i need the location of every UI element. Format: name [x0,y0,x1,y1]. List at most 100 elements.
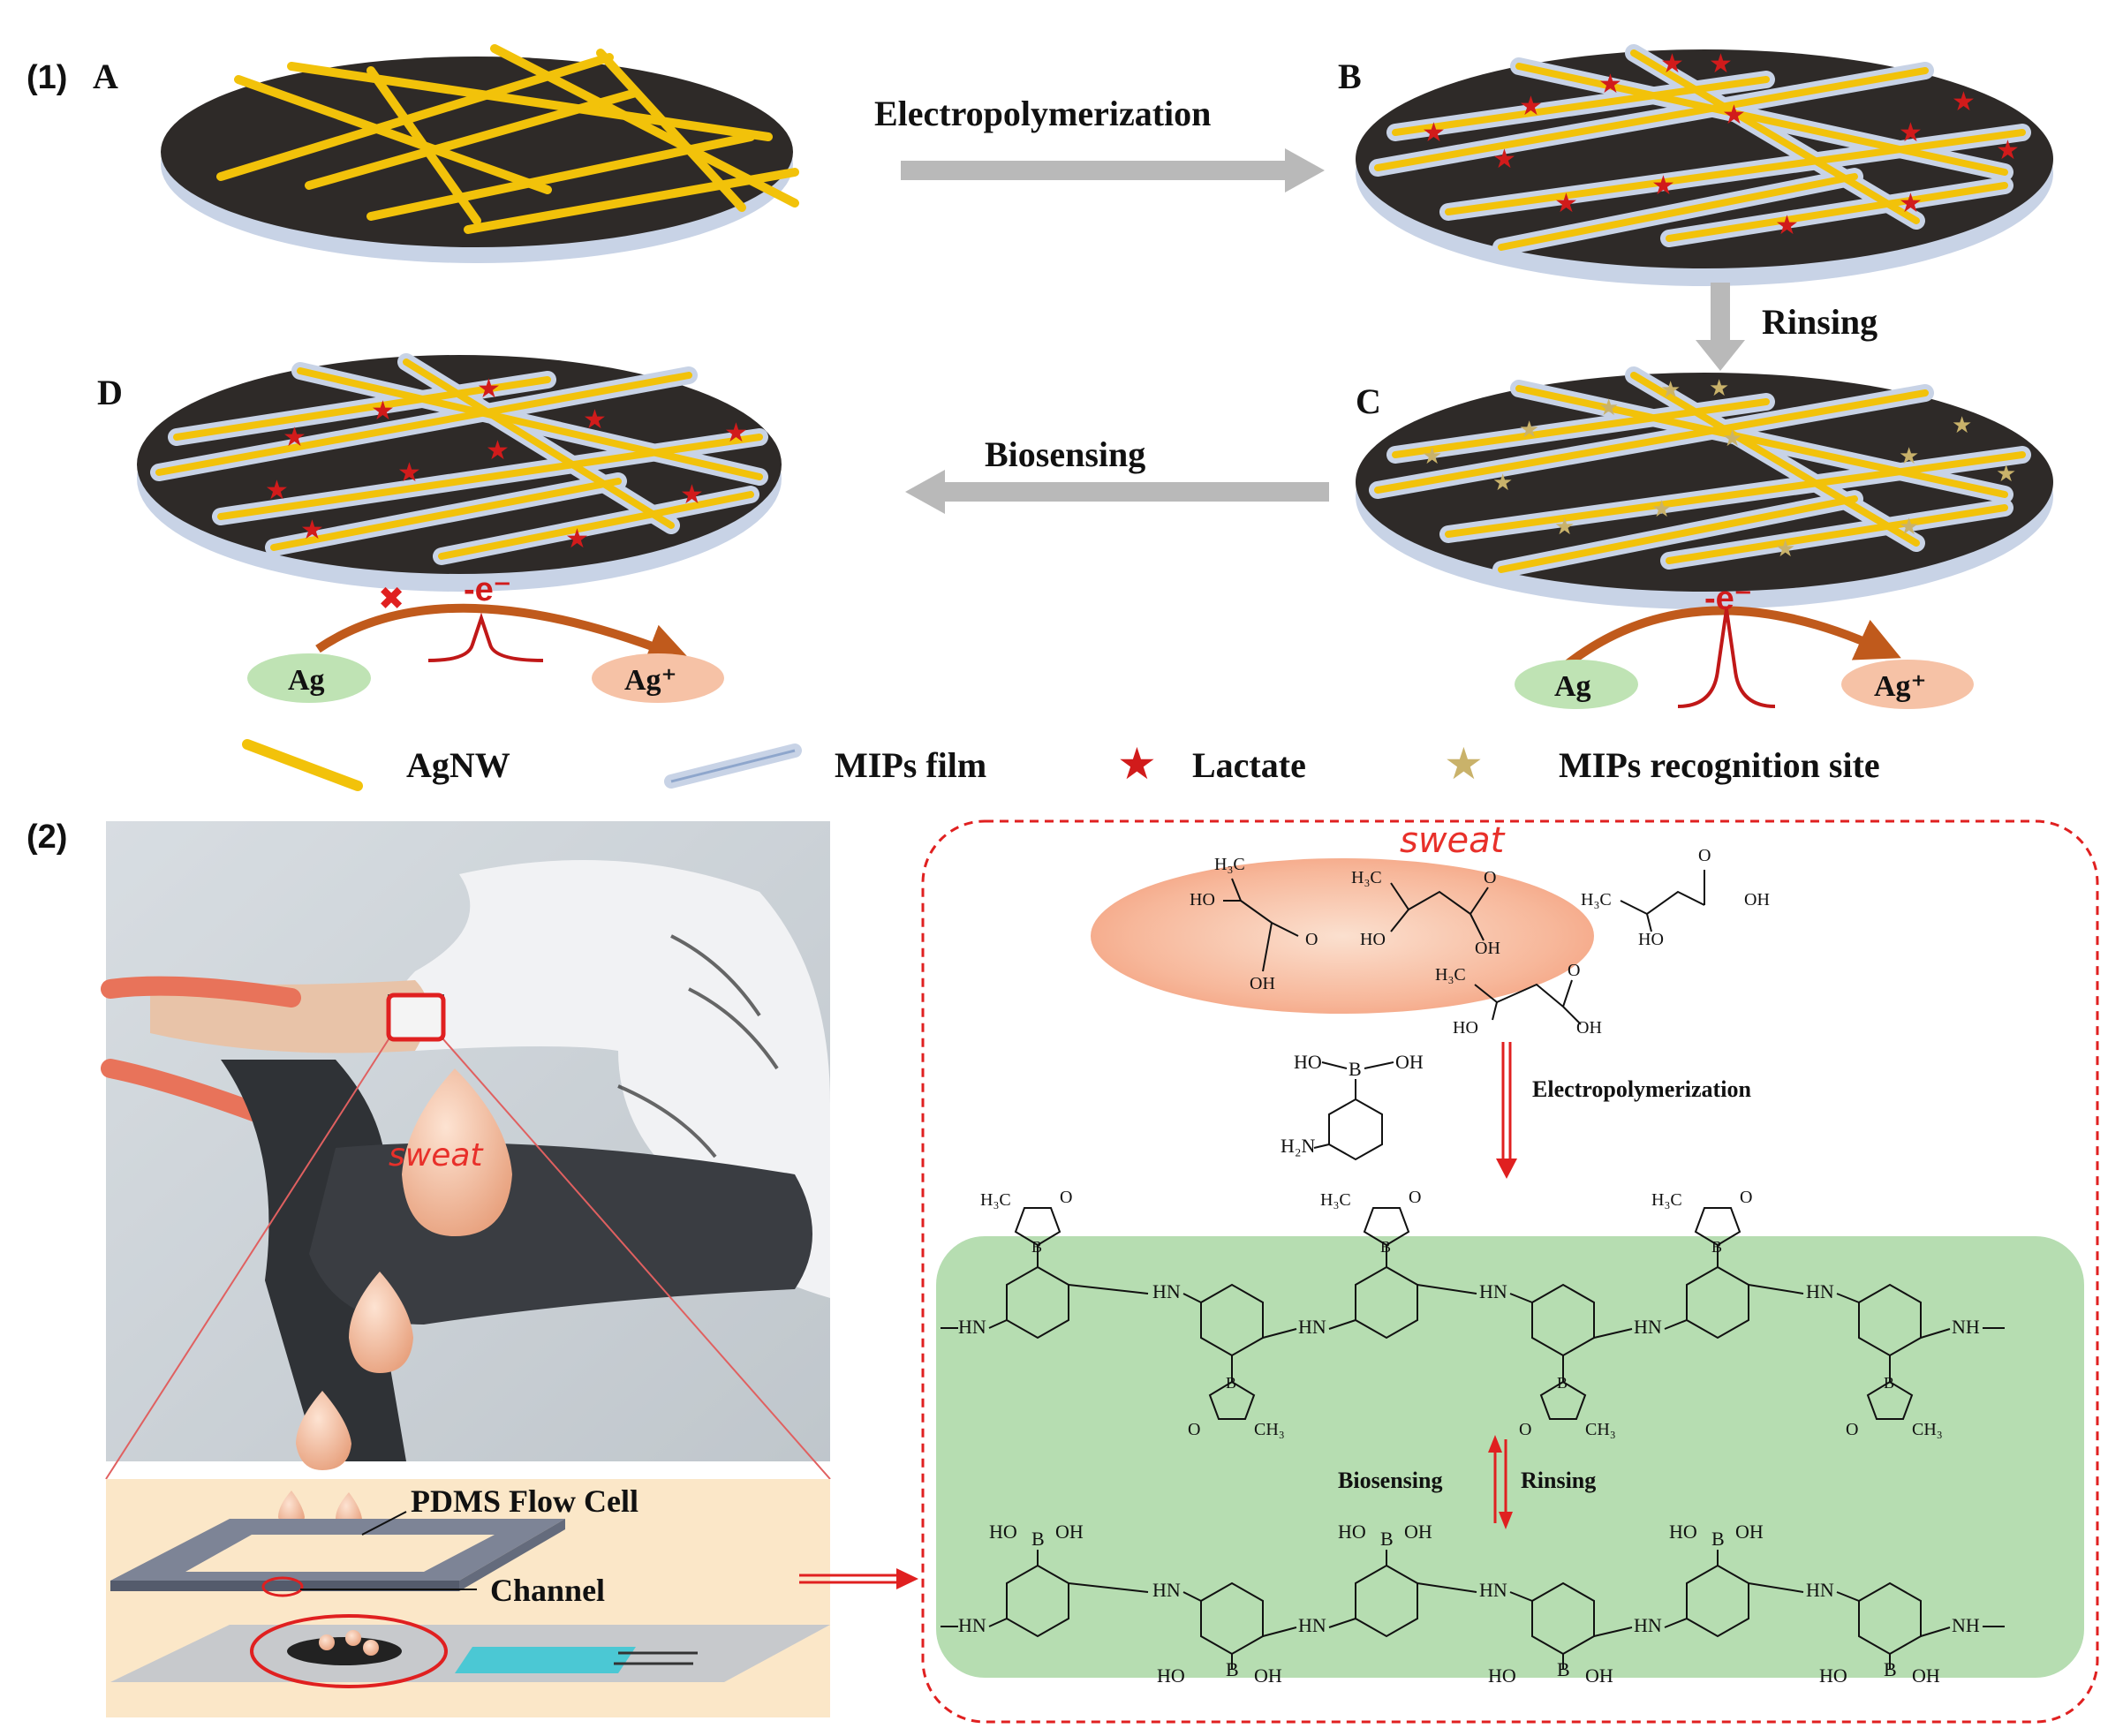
svg-text:★: ★ [1952,87,1976,117]
svg-text:O: O [1519,1420,1531,1439]
svg-text:H₃C: H₃C [1581,890,1612,910]
legend-agnw-swatch [242,739,363,791]
d-blocked-mark: ✖ [378,581,404,617]
svg-text:H₃C: H₃C [1320,1190,1351,1210]
arrow-b-to-c [1696,283,1745,371]
svg-text:H₃C: H₃C [1214,855,1245,874]
svg-text:O: O [1740,1188,1752,1207]
arrow-biosensing-label: Biosensing [985,434,1145,474]
svg-text:★: ★ [1519,417,1539,443]
recognition-sites-c: ★★★ ★★★ ★★★ ★★★ ★★ [1422,375,2016,562]
svg-text:CH₃: CH₃ [1585,1420,1616,1439]
svg-text:B: B [1349,1058,1362,1080]
panel-2-label: (2) [26,819,67,856]
panel-1-label: (1) [26,59,67,96]
step-d-label: D [97,373,123,412]
svg-text:NH: NH [1952,1614,1980,1636]
svg-text:B: B [1884,1658,1897,1680]
lactate-stars-d: ★★★ ★★★ ★★★ ★★ [265,374,748,555]
svg-text:O: O [1060,1188,1072,1207]
sweat-drop-large [402,1068,512,1236]
sensor-highlight-box [386,993,446,1042]
svg-text:O: O [1409,1188,1421,1207]
svg-text:OH: OH [1055,1521,1084,1543]
svg-text:O: O [1484,868,1496,887]
sensor-patch [388,994,444,1040]
svg-text:B: B [1711,1238,1722,1256]
svg-text:★: ★ [1952,412,1972,439]
svg-text:★: ★ [1660,377,1681,404]
rinsing-chem-label: Rinsing [1521,1468,1596,1493]
zoom-lines [105,1038,831,1480]
legend-lactate-swatch: ★ [1117,738,1157,789]
svg-text:B: B [1884,1374,1894,1392]
svg-text:OH: OH [1912,1664,1940,1687]
legend-recognition-label: MIPs recognition site [1559,745,1880,785]
svg-text:★: ★ [371,396,395,426]
svg-text:OH: OH [1744,890,1770,910]
polymer-band [936,1236,2084,1678]
svg-text:HN: HN [1806,1579,1834,1601]
svg-text:★: ★ [1519,91,1543,122]
svg-text:OH: OH [1254,1664,1282,1687]
svg-text:★: ★ [1899,514,1919,540]
svg-text:H₃C: H₃C [1351,868,1382,887]
svg-text:HO: HO [1190,890,1215,910]
d-ag-plus-label: Ag⁺ [624,664,677,697]
svg-text:★: ★ [1775,210,1799,241]
nanowires-a [216,44,799,234]
pdms-flow-cell-label: PDMS Flow Cell [411,1483,638,1519]
svg-text:★: ★ [1554,188,1578,219]
svg-text:B: B [1031,1528,1045,1550]
svg-text:HO: HO [1488,1664,1516,1687]
svg-text:CH₃: CH₃ [1254,1420,1285,1439]
svg-text:B: B [1031,1238,1042,1256]
lactate-molecule-4: H₃C HO O OH [1435,961,1602,1038]
svg-text:CH₃: CH₃ [1912,1420,1943,1439]
cloud-sweat-label: sweat [1400,820,1506,861]
svg-text:★: ★ [283,422,306,453]
svg-text:OH: OH [1404,1521,1432,1543]
svg-text:OH: OH [1735,1521,1764,1543]
arrow-rinsing-label: Rinsing [1762,302,1877,342]
imprinted-polymer: HN HN HN HN HN HN NH [941,1188,2005,1439]
lactate-molecule-1: H₃C HO O OH [1190,855,1318,993]
svg-text:HN: HN [1634,1316,1662,1338]
template-free-polymer: HN HN HN HN HN HN NH [941,1521,2005,1687]
svg-text:HN: HN [1298,1316,1326,1338]
svg-text:★: ★ [486,435,510,466]
svg-text:B: B [1226,1658,1239,1680]
svg-text:B: B [1380,1238,1391,1256]
disk-d: ★★★ ★★★ ★★★ ★★ [137,353,782,592]
biosensing-rinsing-arrows [1488,1435,1513,1529]
c-electron-transfer: -e⁻ Ag Ag⁺ [1515,580,1974,709]
disk-b: ★★★ ★★★ ★★★ ★★★ ★★ [1356,44,2053,286]
chemistry-box [921,819,2099,1724]
svg-text:B: B [1557,1658,1570,1680]
svg-text:★: ★ [1422,443,1442,470]
svg-text:★: ★ [1492,144,1516,175]
svg-text:★: ★ [1996,461,2016,487]
legend-mips-film-label: MIPs film [835,745,986,785]
svg-text:B: B [1711,1528,1725,1550]
svg-text:HN: HN [1479,1579,1507,1601]
svg-text:★: ★ [565,524,589,555]
exercise-photo: sweat [101,821,830,1470]
svg-text:O: O [1305,930,1318,949]
svg-text:★: ★ [1899,443,1919,470]
svg-text:★: ★ [1660,49,1684,79]
channel-label: Channel [490,1573,605,1608]
svg-text:OH: OH [1475,939,1500,958]
svg-text:HN: HN [1298,1614,1326,1636]
svg-text:O: O [1568,961,1580,980]
disk-a [161,44,799,263]
svg-text:HO: HO [1669,1521,1697,1543]
svg-text:H₃C: H₃C [1651,1190,1682,1210]
svg-text:★: ★ [680,479,704,510]
svg-text:★: ★ [1722,100,1746,131]
svg-text:HN: HN [958,1614,986,1636]
svg-text:B: B [1380,1528,1394,1550]
sweat-cloud: sweat H₃C HO O OH H₃C HO O OH H₃C HO O [1091,820,1770,1038]
svg-text:★: ★ [1722,426,1742,452]
electropolymerization-arrow [1496,1042,1517,1179]
